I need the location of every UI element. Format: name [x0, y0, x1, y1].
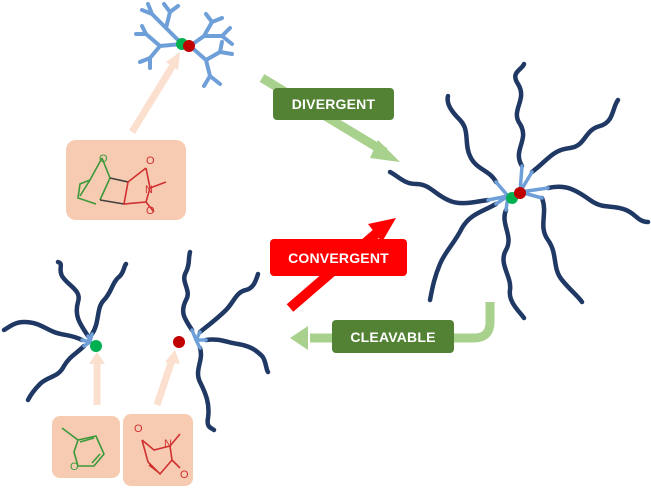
atom-label: O	[99, 153, 108, 165]
atom-label: O	[146, 155, 155, 167]
pointer-arrow-adduct	[129, 52, 180, 134]
atom-label: N	[164, 438, 172, 450]
atom-label: O	[146, 205, 155, 217]
star-polymer-right	[387, 61, 651, 321]
pointer-arrow-maleimide	[153, 350, 180, 407]
maleimide-structure-box: O N O	[123, 414, 193, 486]
star-polymer-maleimide	[173, 249, 271, 433]
furan-end-dot	[90, 340, 102, 352]
atom-label: N	[145, 184, 153, 196]
star-polymer-furan	[1, 259, 129, 403]
cleavable-label: CLEAVABLE	[332, 320, 454, 353]
pointer-arrow-furan	[89, 352, 105, 405]
atom-label: O	[180, 469, 189, 481]
atom-label: O	[134, 423, 143, 435]
maleimide-end-dot	[173, 336, 185, 348]
furan-structure-box: O	[52, 416, 120, 478]
divergent-label: DIVERGENT	[273, 88, 394, 120]
dendrimer-top	[134, 2, 234, 88]
adduct-structure-box: O O N O	[66, 140, 186, 220]
convergent-label: CONVERGENT	[270, 239, 407, 276]
maleimide-end-dot	[183, 40, 195, 52]
atom-label: O	[70, 461, 79, 473]
maleimide-end-dot	[514, 187, 526, 199]
cleavable-arrow	[290, 302, 495, 350]
